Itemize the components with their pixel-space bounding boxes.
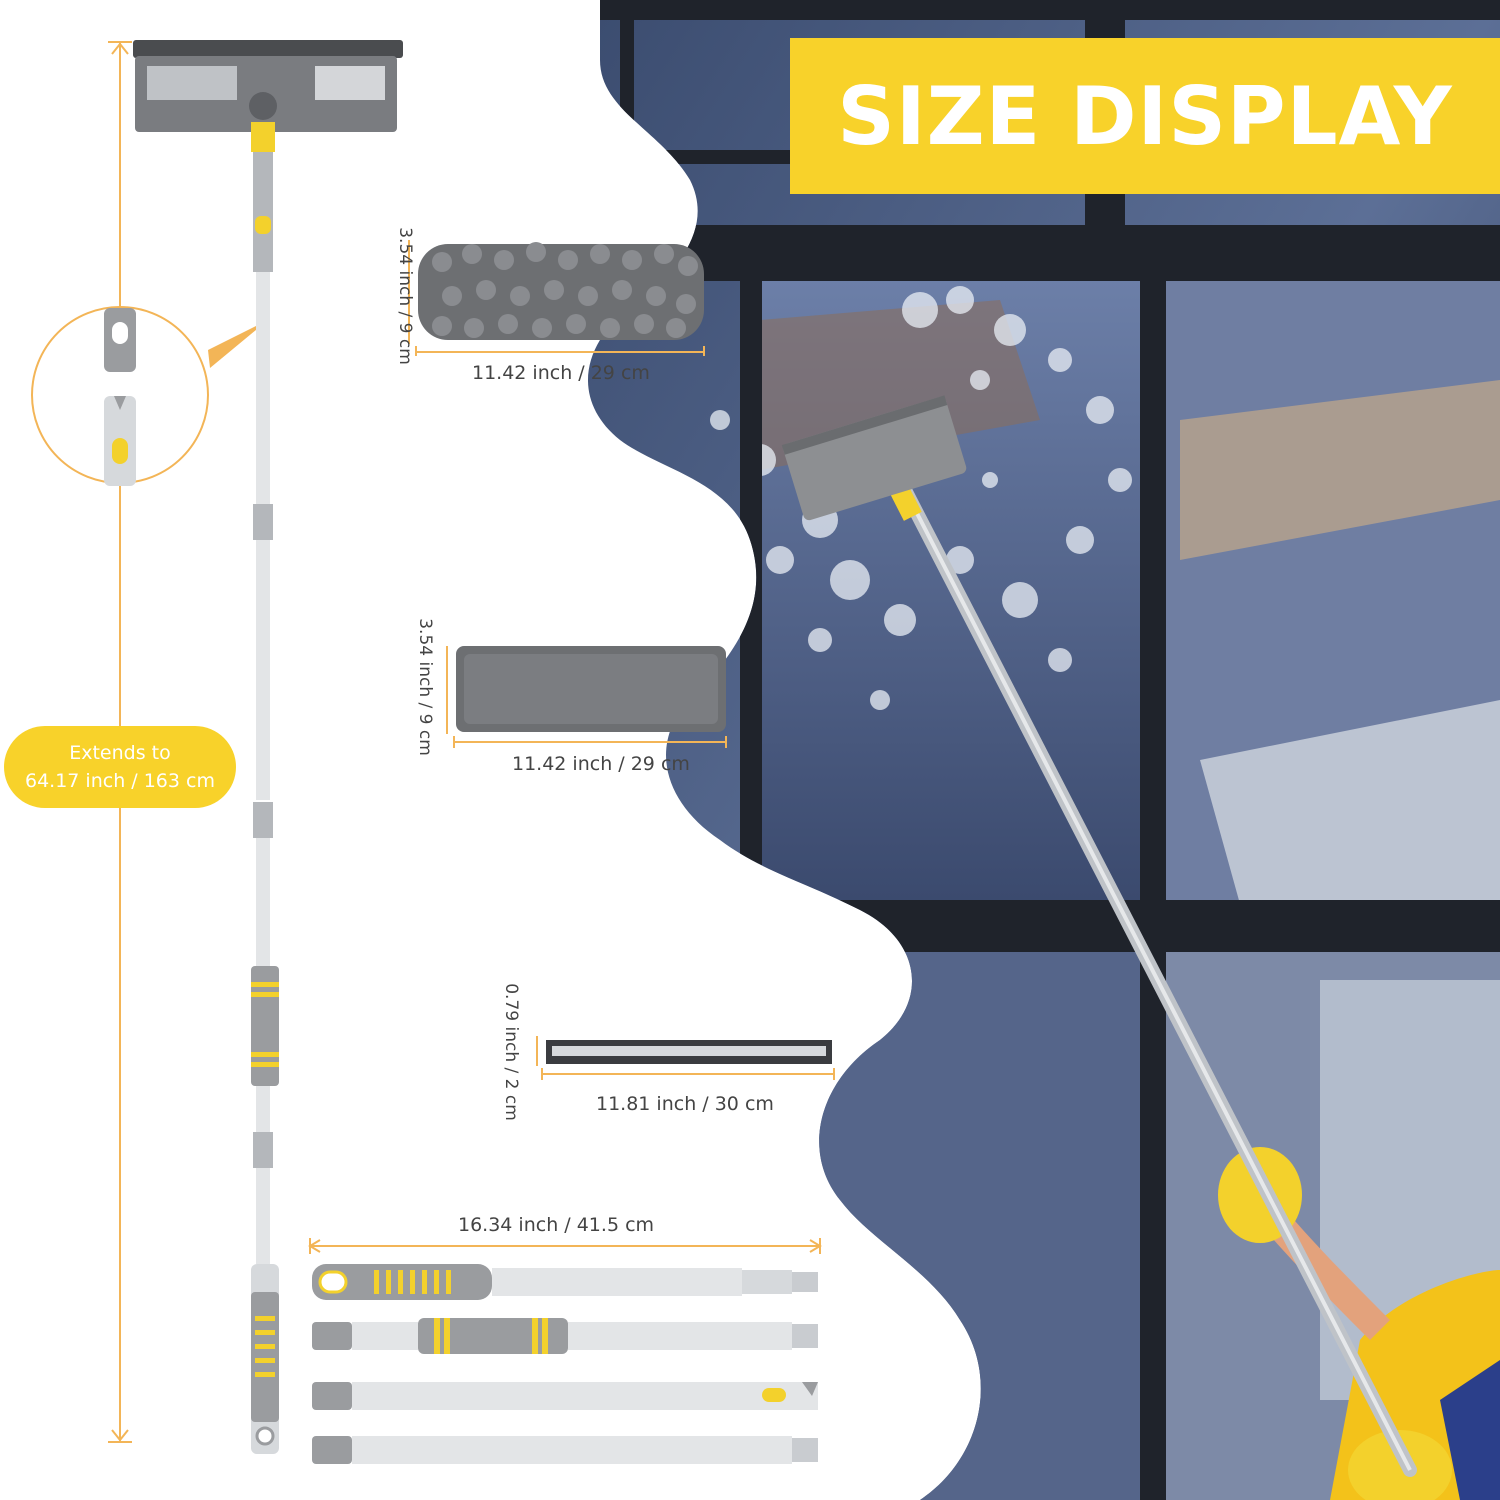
chenille-scrubber-pad [415, 242, 705, 356]
blade-height-label: 0.79 inch / 2 cm [501, 983, 521, 1121]
microfiber-height-label: 3.54 inch / 9 cm [415, 618, 435, 756]
chenille-height-dimension-line [408, 240, 410, 344]
pole-section-length-label: 16.34 inch / 41.5 cm [458, 1214, 655, 1236]
banner-title: SIZE DISPLAY [837, 69, 1453, 163]
blade-width-label: 11.81 inch / 30 cm [596, 1093, 774, 1115]
connector-zoom-callout [31, 306, 268, 486]
assembled-squeegee-pole [133, 40, 403, 1454]
squeegee-rubber-blade [541, 1040, 835, 1080]
extends-label-line2: 64.17 inch / 163 cm [25, 770, 215, 792]
microfiber-height-dimension-line [446, 646, 448, 734]
microfiber-cloth-pad [453, 646, 727, 748]
size-display-banner: SIZE DISPLAY [790, 38, 1500, 194]
pole-sections-set [312, 1264, 818, 1464]
extends-length-badge: Extends to 64.17 inch / 163 cm [4, 726, 236, 808]
microfiber-width-label: 11.42 inch / 29 cm [512, 753, 690, 775]
chenille-width-label: 11.42 inch / 29 cm [472, 362, 650, 384]
blade-height-dimension-line [536, 1036, 538, 1066]
pole-section-dimension-line [308, 1238, 822, 1254]
chenille-height-label: 3.54 inch / 9 cm [395, 227, 415, 365]
extends-label-line1: Extends to [69, 742, 171, 764]
